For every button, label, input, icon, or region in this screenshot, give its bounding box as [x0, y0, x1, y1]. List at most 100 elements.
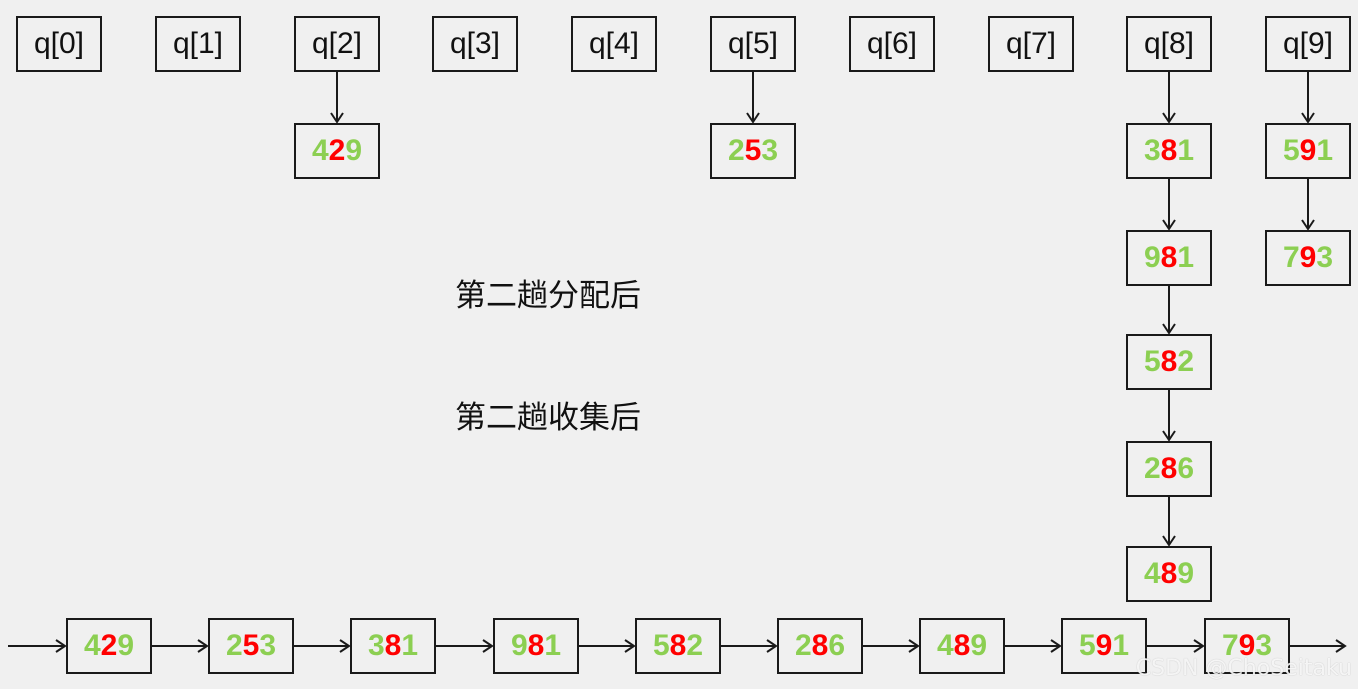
digit: 5: [1282, 134, 1300, 167]
arrow-head: [766, 639, 778, 653]
digit: 3: [259, 629, 277, 662]
digit: 1: [1177, 134, 1195, 167]
distribute-label: 第二趟分配后: [455, 278, 641, 314]
arrow-head: [1335, 639, 1347, 653]
digit: 4: [936, 629, 954, 662]
digit: 3: [367, 629, 385, 662]
digit: 5: [652, 629, 670, 662]
digit: 2: [225, 629, 243, 662]
digit: 8: [953, 629, 971, 662]
arrow-head: [55, 639, 67, 653]
queue-head-5: q[5]: [710, 16, 796, 72]
digit: 7: [1221, 629, 1239, 662]
digit: 6: [1177, 452, 1195, 485]
digit: 9: [1143, 241, 1161, 274]
arrow-head: [339, 639, 351, 653]
arrow-head: [1162, 535, 1176, 547]
arrow-head: [330, 112, 344, 124]
digit: 9: [117, 629, 135, 662]
arrow-head: [1162, 219, 1176, 231]
digit: 4: [1143, 557, 1161, 590]
collect-label: 第二趟收集后: [455, 400, 641, 436]
arrow-head: [197, 639, 209, 653]
digit: 3: [1316, 241, 1334, 274]
digit: 1: [401, 629, 419, 662]
digit: 2: [794, 629, 812, 662]
queue-head-1: q[1]: [155, 16, 241, 72]
queue-head-3: q[3]: [432, 16, 518, 72]
arrow-head: [482, 639, 494, 653]
digit: 5: [242, 629, 260, 662]
arrow-head: [746, 112, 760, 124]
arrow-head: [1301, 219, 1315, 231]
digit: 3: [1255, 629, 1273, 662]
digit: 2: [727, 134, 745, 167]
queue-head-7: q[7]: [988, 16, 1074, 72]
arrow-head: [1301, 112, 1315, 124]
digit: 9: [510, 629, 528, 662]
digit: 1: [1112, 629, 1130, 662]
digit: 2: [1143, 452, 1161, 485]
digit: 8: [1160, 241, 1178, 274]
queue-head-0: q[0]: [16, 16, 102, 72]
digit: 6: [828, 629, 846, 662]
digit: 9: [1299, 241, 1317, 274]
digit: 2: [686, 629, 704, 662]
digit: 5: [744, 134, 762, 167]
digit: 9: [1177, 557, 1195, 590]
digit: 9: [970, 629, 988, 662]
digit: 8: [811, 629, 829, 662]
digit: 9: [1299, 134, 1317, 167]
queue-head-8: q[8]: [1126, 16, 1212, 72]
arrow-head: [1162, 323, 1176, 335]
digit: 3: [761, 134, 779, 167]
digit: 8: [1160, 557, 1178, 590]
queue-head-2: q[2]: [294, 16, 380, 72]
digit: 2: [328, 134, 346, 167]
arrow-head: [624, 639, 636, 653]
digit: 9: [1238, 629, 1256, 662]
digit: 9: [1095, 629, 1113, 662]
digit: 8: [1160, 345, 1178, 378]
digit: 1: [544, 629, 562, 662]
arrow-head: [1162, 430, 1176, 442]
digit: 8: [1160, 134, 1178, 167]
digit: 1: [1316, 134, 1334, 167]
digit: 1: [1177, 241, 1195, 274]
digit: 7: [1282, 241, 1300, 274]
digit: 3: [1143, 134, 1161, 167]
arrow-head: [1050, 639, 1062, 653]
queue-head-4: q[4]: [571, 16, 657, 72]
digit: 2: [100, 629, 118, 662]
digit: 8: [1160, 452, 1178, 485]
arrow-head: [908, 639, 920, 653]
digit: 4: [83, 629, 101, 662]
digit: 5: [1078, 629, 1096, 662]
queue-head-9: q[9]: [1265, 16, 1351, 72]
arrow-head: [1162, 112, 1176, 124]
watermark: CSDN @ChoSeitaku: [1135, 656, 1352, 681]
digit: 9: [345, 134, 363, 167]
digit: 5: [1143, 345, 1161, 378]
digit: 8: [527, 629, 545, 662]
queue-head-6: q[6]: [849, 16, 935, 72]
